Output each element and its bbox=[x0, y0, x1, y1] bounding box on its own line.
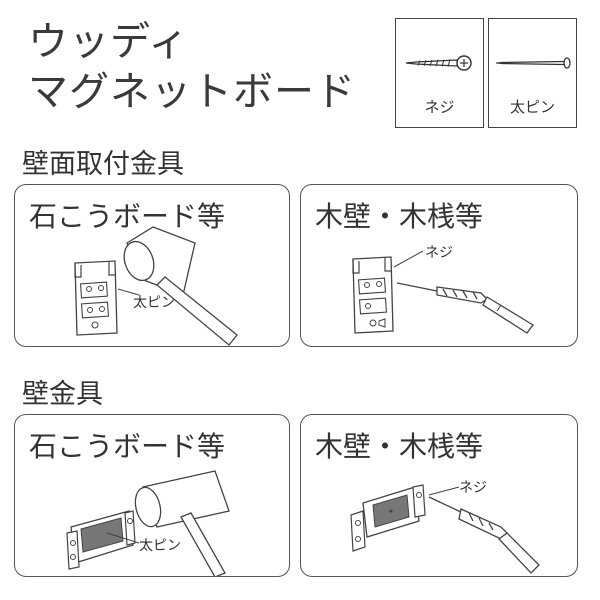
wall-fitting-icon bbox=[350, 484, 426, 552]
callout-screw: ネジ bbox=[459, 480, 487, 496]
fitting-screwdriver-illustration bbox=[350, 484, 540, 574]
legend-screw-label: ネジ bbox=[424, 98, 455, 116]
panel-wall-bracket-wood: 木壁・木桟等 ネジ bbox=[300, 184, 578, 347]
section-title-wall-fitting: 壁金具 bbox=[22, 379, 103, 410]
legend-screw: ネジ bbox=[395, 18, 484, 128]
hammer-icon bbox=[123, 226, 238, 346]
section-title-wall-bracket: 壁面取付金具 bbox=[22, 149, 184, 180]
panel-wall-fitting-wood: 木壁・木桟等 ネジ bbox=[300, 414, 578, 577]
callout-pin: 太ピン bbox=[139, 538, 181, 554]
bracket-hammer-illustration bbox=[74, 226, 238, 346]
panel-title: 木壁・木桟等 bbox=[315, 200, 484, 233]
product-title-line1: ウッディ bbox=[28, 19, 190, 65]
callout-screw: ネジ bbox=[425, 245, 453, 261]
wall-bracket-icon bbox=[352, 256, 394, 334]
hammer-icon bbox=[134, 470, 230, 576]
screwdriver-icon bbox=[428, 496, 540, 574]
wall-fitting-icon bbox=[66, 510, 136, 570]
screw-icon bbox=[405, 55, 472, 71]
panel-title: 石こうボード等 bbox=[29, 430, 226, 463]
panel-title: 石こうボード等 bbox=[29, 200, 226, 233]
fitting-hammer-illustration bbox=[66, 470, 230, 576]
pin-icon bbox=[495, 57, 571, 69]
panel-wall-fitting-gypsum: 石こうボード等 太ピン bbox=[14, 414, 290, 577]
screwdriver-icon bbox=[396, 282, 534, 334]
wall-bracket-icon bbox=[74, 260, 118, 336]
legend-pin-label: 太ピン bbox=[509, 98, 555, 116]
panel-title: 木壁・木桟等 bbox=[315, 430, 484, 463]
panel-wall-bracket-gypsum: 石こうボード等 太ピン bbox=[14, 184, 290, 347]
bracket-screwdriver-illustration bbox=[352, 250, 534, 334]
product-title-line2: マグネットボード bbox=[28, 69, 356, 115]
legend-pin: 太ピン bbox=[488, 18, 577, 128]
callout-pin: 太ピン bbox=[133, 295, 175, 311]
